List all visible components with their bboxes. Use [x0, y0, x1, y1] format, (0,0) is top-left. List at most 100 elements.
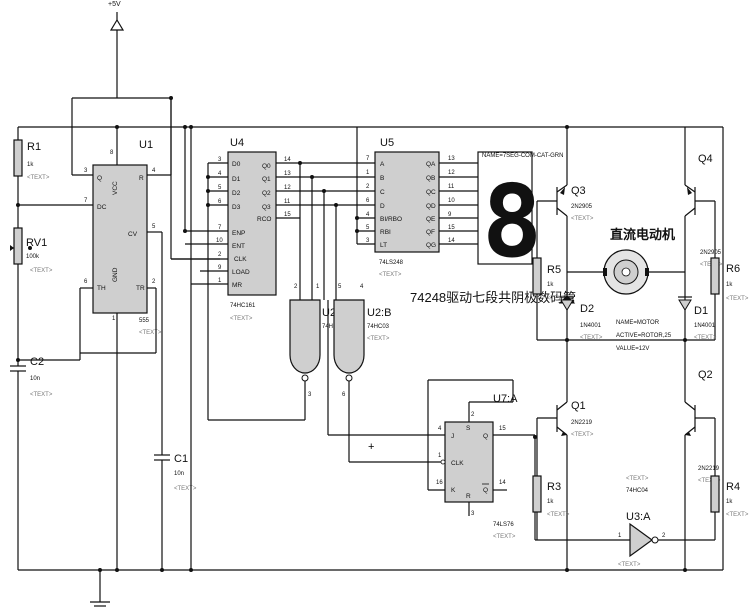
u5-num-qb: 12	[448, 170, 455, 176]
q4-part: 2N2905	[700, 250, 722, 256]
d2-part: 1N4001	[580, 323, 602, 329]
r5-ref: R5	[547, 264, 561, 276]
display-name: NAME=7SEG-COM-CAT-GRN	[482, 153, 563, 159]
c1-value: 10n	[174, 471, 184, 477]
resistor-r3[interactable]: R3 1k <TEXT>	[532, 418, 570, 540]
u2a-num-2: 1	[316, 284, 320, 290]
r4-text: <TEXT>	[726, 512, 749, 518]
u7-ref: U7:A	[493, 393, 518, 405]
u4-num-ent: 10	[216, 238, 223, 244]
q2-ref: Q2	[698, 369, 713, 381]
c1-text: <TEXT>	[174, 486, 197, 492]
u4-pin-ent: ENT	[232, 243, 245, 250]
u1-pin-dc: DC	[97, 204, 107, 211]
u2a-num-3: 3	[308, 392, 312, 398]
u4-num-q1: 13	[284, 171, 291, 177]
ic-u4-74hc161[interactable]: U4 D0 D1 D2 D3 ENP ENT CLK LOAD MR Q0 Q1…	[216, 137, 291, 322]
u2a-num-1: 2	[294, 284, 298, 290]
capacitor-c1[interactable]: C1 10n <TEXT>	[154, 453, 197, 570]
u1-num-q: 3	[84, 168, 88, 174]
diode-d2[interactable]: D2 1N4001 <TEXT>	[558, 295, 603, 341]
u3a-ref: U3:A	[626, 511, 651, 523]
u2b-num-1: 5	[338, 284, 342, 290]
d2-ref: D2	[580, 303, 594, 315]
u3a-text: <TEXT>	[618, 562, 641, 568]
u5-num-qc: 11	[448, 184, 455, 190]
u1-num-tr: 2	[152, 279, 156, 285]
u1-num-r: 4	[152, 168, 156, 174]
r3-text: <TEXT>	[547, 512, 570, 518]
motor-title: 直流电动机	[610, 227, 675, 242]
ic-u5-74ls248[interactable]: U5 A B C D BI/RBO RBI LT QA QB QC QD QE …	[366, 137, 455, 278]
u4-pin-load: LOAD	[232, 269, 250, 276]
u3a-num-out: 2	[662, 533, 666, 539]
display-digit: 8	[482, 163, 542, 280]
u5-num-qf: 15	[448, 225, 455, 231]
seven-segment-display[interactable]: NAME=7SEG-COM-CAT-GRN 8	[477, 151, 563, 280]
power-label: +5V	[108, 1, 121, 8]
u5-num-c: 2	[366, 184, 370, 190]
gate-u2b-nand[interactable]: U2:B 74HC03 <TEXT> 5 4 6	[333, 284, 391, 398]
u1-pin-r: R	[139, 175, 144, 182]
u7-part: 74LS76	[493, 522, 514, 528]
resistor-r4[interactable]: R4 1k <TEXT>	[710, 418, 749, 540]
capacitor-c2[interactable]: C2 10n <TEXT>	[10, 356, 53, 570]
u2b-text: <TEXT>	[367, 336, 390, 342]
u4-pin-q1: Q1	[262, 176, 271, 183]
transistor-q2[interactable]: Q2 2N2219 <TEXT>	[684, 369, 721, 570]
r3-ref: R3	[547, 481, 561, 493]
gate-u2a-nand[interactable]: U2 74H 2 1 3	[289, 284, 336, 398]
motor-name: NAME=MOTOR	[616, 320, 660, 326]
power-symbol: +5V	[108, 1, 125, 98]
u7-pin-s: S	[466, 425, 471, 432]
u1-pin-cv: CV	[128, 231, 138, 238]
ic-u1-555[interactable]: U1 Q R VCC DC CV GND TH TR 555 <TEXT> 3 …	[84, 139, 162, 336]
q3-text: <TEXT>	[571, 216, 594, 222]
u5-pin-qa: QA	[426, 161, 436, 168]
transistor-q3[interactable]: Q3 2N2905 <TEXT>	[537, 184, 594, 340]
transistor-q1[interactable]: Q1 2N2219 <TEXT>	[537, 400, 594, 570]
svg-text:+: +	[368, 441, 374, 453]
r4-ref: R4	[726, 481, 740, 493]
rv1-ref: RV1	[26, 237, 47, 249]
u7-pin-qbar: Q	[483, 487, 488, 494]
potentiometer-rv1[interactable]: RV1 100k <TEXT>	[10, 205, 53, 360]
u7-text: <TEXT>	[493, 534, 516, 540]
u7-pin-k: K	[451, 487, 456, 494]
resistor-r6[interactable]: R6 1k <TEXT>	[710, 201, 749, 340]
u5-pin-a: A	[380, 161, 385, 168]
q2-text: <TEXT>	[698, 478, 721, 484]
diode-d1[interactable]: D1 1N4001 <TEXT>	[678, 296, 717, 341]
u5-pin-d: D	[380, 203, 385, 210]
c2-text: <TEXT>	[30, 392, 53, 398]
d1-text: <TEXT>	[694, 335, 717, 341]
gate-u3a-inverter[interactable]: U3:A 74HC04 <TEXT> <TEXT> 1 2	[535, 476, 715, 568]
r1-value: 1k	[27, 162, 34, 168]
u4-pin-enp: ENP	[232, 230, 245, 237]
u1-num-vcc: 8	[110, 150, 114, 156]
u5-num-rbi: 5	[366, 225, 370, 231]
resistor-r1[interactable]: R1 1k <TEXT>	[13, 127, 50, 205]
r4-value: 1k	[726, 499, 733, 505]
u2b-num-3: 6	[342, 392, 346, 398]
u4-num-clk: 2	[218, 252, 222, 258]
u5-pin-birbo: BI/RBO	[380, 216, 402, 223]
r6-value: 1k	[726, 282, 733, 288]
resistor-r5[interactable]: R5 1k <TEXT>	[532, 201, 570, 340]
dc-motor[interactable]: 直流电动机 NAME=MOTOR ACTIVE=ROTOR,25 VALUE=1…	[567, 227, 685, 352]
u4-num-q2: 12	[284, 185, 291, 191]
u4-num-d0: 3	[218, 157, 222, 163]
u5-pin-qc: QC	[426, 189, 436, 196]
q1-text: <TEXT>	[571, 432, 594, 438]
u4-num-enp: 7	[218, 225, 222, 231]
u4-part: 74HC161	[230, 303, 256, 309]
u1-pin-gnd: GND	[112, 267, 119, 282]
u4-pin-d1: D1	[232, 176, 241, 183]
u4-num-d2: 5	[218, 185, 222, 191]
u3a-num-in: 1	[618, 533, 622, 539]
c2-value: 10n	[30, 376, 40, 382]
u4-num-load: 9	[218, 265, 222, 271]
u5-pin-qf: QF	[426, 229, 435, 236]
u1-num-th: 6	[84, 279, 88, 285]
u5-pin-c: C	[380, 189, 385, 196]
